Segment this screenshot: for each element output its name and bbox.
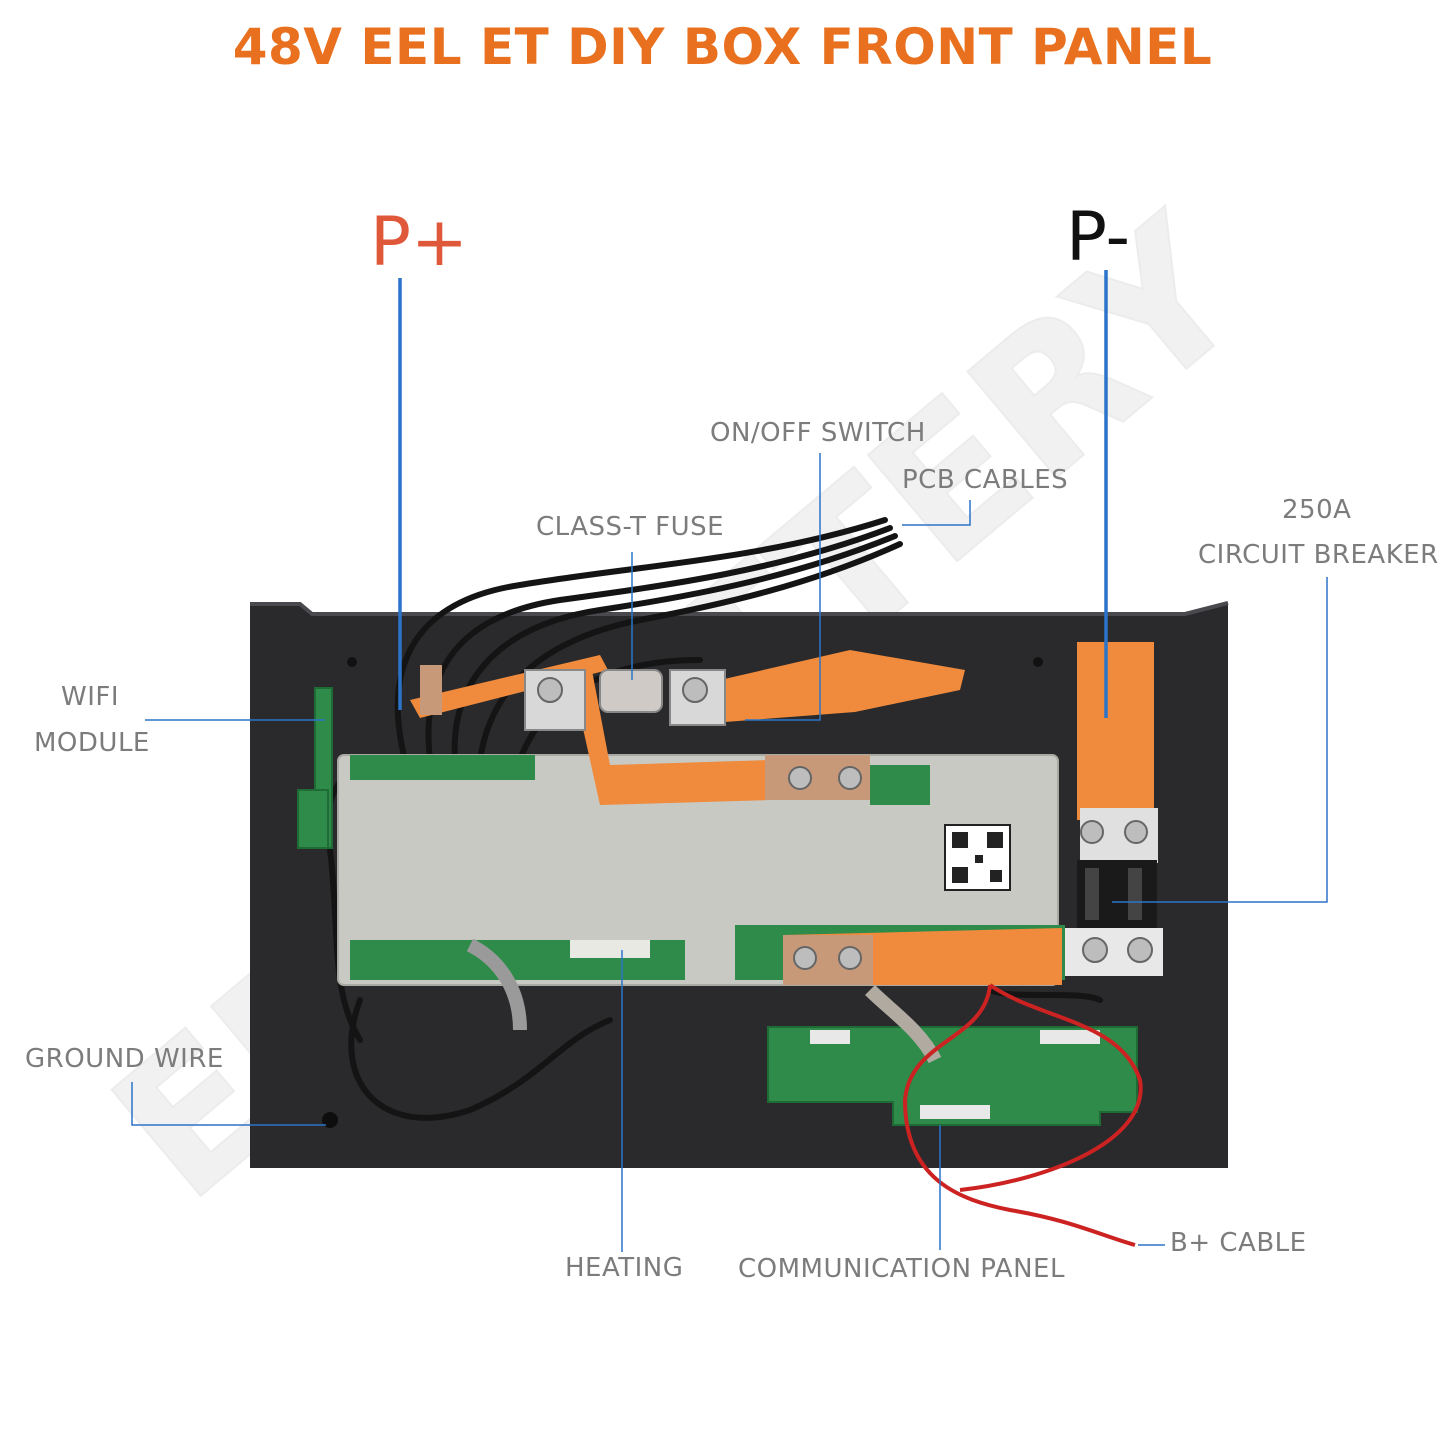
leader-lines [131, 270, 1328, 1252]
negative-busbar [783, 928, 1062, 985]
circuit-breaker [1065, 642, 1163, 976]
ribbon-cable-2 [865, 985, 942, 1064]
breaker-rating-label: 250A [1282, 495, 1352, 525]
p-minus-label: P- [1066, 198, 1131, 277]
heating-label: HEATING [565, 1253, 684, 1283]
module-label: MODULE [34, 728, 150, 758]
bms-board [337, 754, 1065, 986]
communication-panel-label: COMMUNICATION PANEL [738, 1254, 1065, 1284]
p-plus-label: P+ [370, 203, 468, 282]
pcb-cables-label: PCB CABLES [902, 465, 1069, 495]
b-plus-cable [902, 983, 1143, 1247]
wifi-label: WIFI [61, 682, 119, 712]
communication-panel [767, 1026, 1138, 1126]
ribbon-cable [466, 938, 527, 1031]
wifi-module [297, 687, 333, 849]
ground-wire-label: GROUND WIRE [25, 1044, 224, 1074]
circuit-breaker-label: CIRCUIT BREAKER [1198, 540, 1439, 570]
on-off-switch-label: ON/OFF SWITCH [710, 418, 926, 448]
b-plus-cable-label: B+ CABLE [1170, 1228, 1307, 1258]
class-t-fuse-label: CLASS-T FUSE [536, 512, 725, 542]
page-title: 48V EEL ET DIY BOX FRONT PANEL [232, 18, 1213, 76]
positive-busbar [410, 650, 965, 805]
